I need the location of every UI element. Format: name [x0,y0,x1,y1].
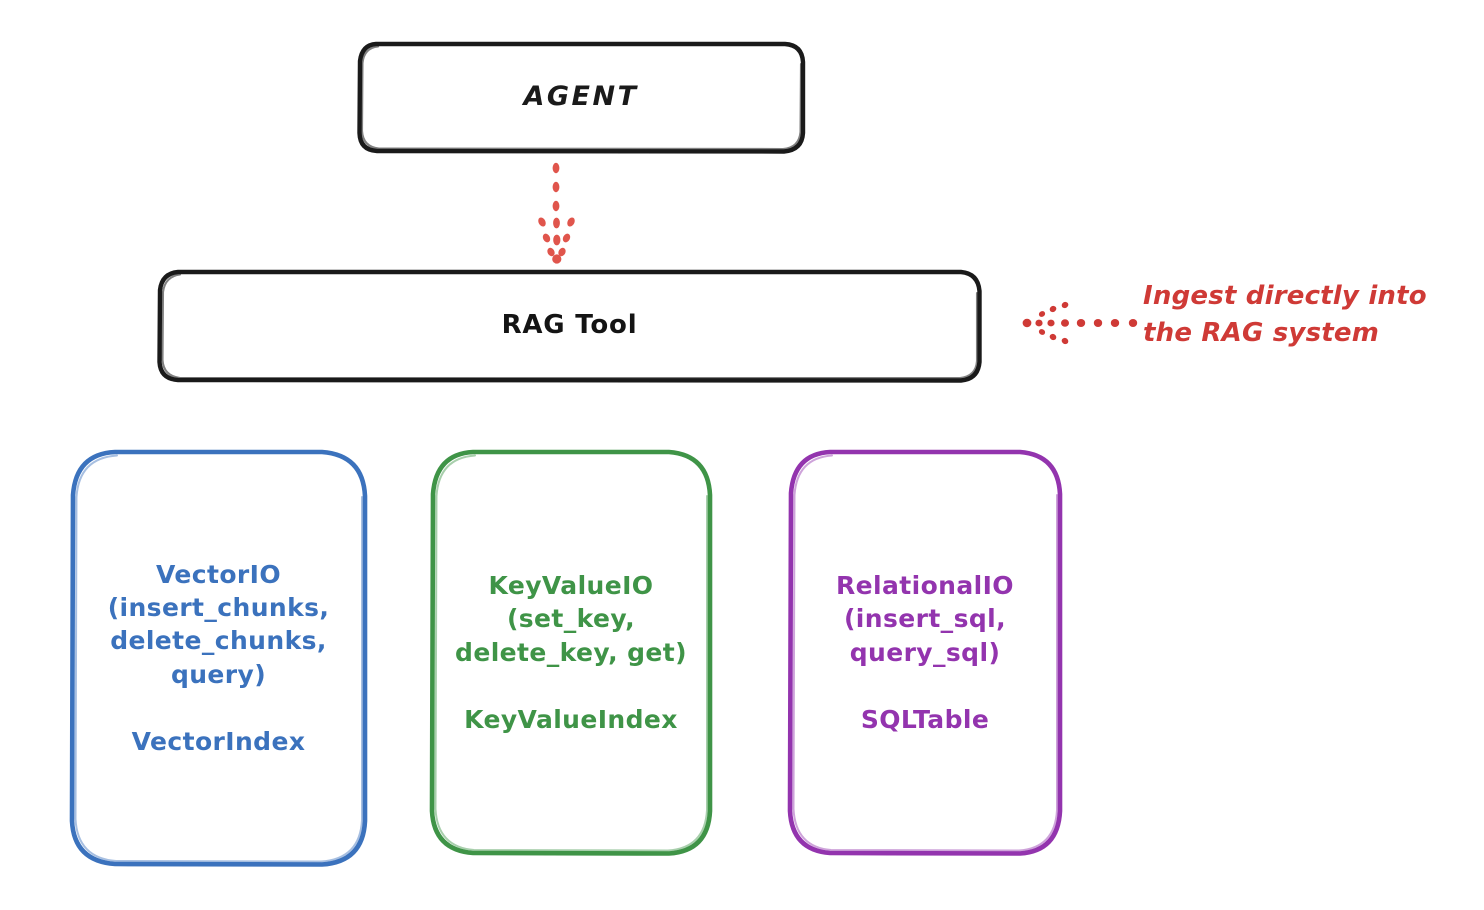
node-vector-io[interactable]: VectorIO (insert_chunks, delete_chunks, … [69,449,368,867]
node-rag-tool[interactable]: RAG Tool [156,269,983,383]
key-value-io-api-label: KeyValueIO (set_key, delete_key, get) [455,571,687,667]
vector-index-label: VectorIndex [131,726,306,756]
connector-note-to-rag-tool [1022,300,1138,346]
vector-io-api-label: VectorIO (insert_chunks, delete_chunks, … [107,559,330,689]
relational-io-api-label: RelationalIO (insert_sql, query_sql) [836,571,1014,667]
sql-table-label: SQLTable [860,704,990,734]
node-rag-tool-label: RAG Tool [501,310,638,341]
node-agent-label: AGENT [523,81,639,113]
annotation-ingest-note: Ingest directly into the RAG system [1143,281,1427,348]
node-agent[interactable]: AGENT [356,41,806,154]
node-key-value-io[interactable]: KeyValueIO (set_key, delete_key, get) Ke… [429,449,713,856]
key-value-index-label: KeyValueIndex [464,704,678,734]
connector-agent-to-rag [516,160,596,268]
node-relational-io[interactable]: RelationalIO (insert_sql, query_sql) SQL… [787,449,1063,856]
